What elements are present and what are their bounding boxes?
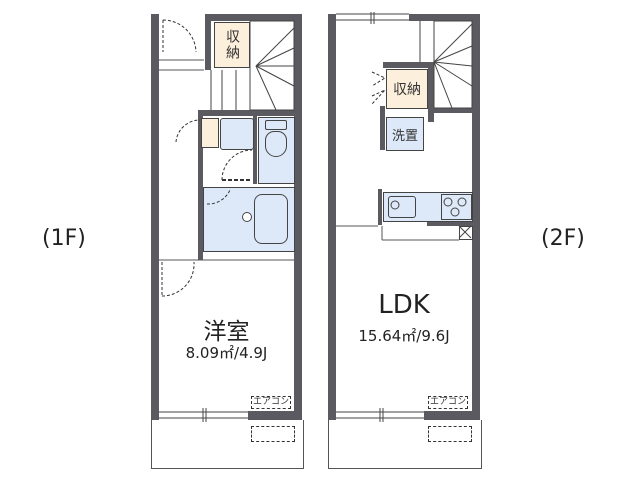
aircon-1f: エアコン bbox=[251, 396, 292, 409]
washbasin bbox=[220, 118, 254, 150]
bathtub-icon bbox=[254, 194, 288, 244]
wall-2f-left bbox=[328, 14, 336, 420]
aircon-2f: エアコン bbox=[428, 396, 469, 409]
wall-2f-top-right bbox=[409, 14, 480, 21]
room-name-youshitsu: 洋室 bbox=[203, 319, 250, 345]
balcony-2f bbox=[328, 420, 482, 469]
storage-2f-label: 収納 bbox=[393, 82, 421, 98]
shoe-cabinet bbox=[201, 118, 219, 148]
room-area-ldk: 15.64㎡/9.6J bbox=[358, 327, 450, 345]
balcony-1f bbox=[151, 420, 304, 469]
wall-1f-mid bbox=[198, 110, 302, 116]
floor-label-1f: (1F) bbox=[42, 226, 86, 251]
outdoor-unit-2f bbox=[428, 426, 472, 442]
room-name-ldk: LDK bbox=[378, 290, 430, 320]
wall-2f-kitchen-bottom bbox=[427, 222, 480, 226]
wall-2f-storage-right bbox=[428, 62, 434, 122]
toilet-bowl bbox=[265, 131, 287, 157]
laundry-label: 洗置 bbox=[391, 128, 418, 144]
wall-2f-stair-bottom bbox=[428, 108, 480, 113]
wall-1f-bottom-right bbox=[248, 411, 302, 420]
toilet-icon bbox=[265, 120, 287, 130]
floor-label-2f: (2F) bbox=[541, 226, 585, 251]
laundry-space: 洗置 bbox=[386, 117, 424, 151]
wall-2f-kitchen-left bbox=[378, 189, 382, 225]
wall-1f-stair-left bbox=[205, 14, 211, 70]
wall-1f-top bbox=[205, 14, 302, 21]
wall-2f-storage-frame bbox=[383, 62, 433, 68]
storage-1f: 収納 bbox=[214, 22, 250, 68]
refrigerator-space bbox=[459, 226, 473, 240]
drain-icon bbox=[242, 212, 252, 222]
wall-2f-right bbox=[472, 14, 480, 420]
wall-1f-left bbox=[151, 14, 159, 420]
outdoor-unit-1f bbox=[251, 426, 295, 442]
storage-1f-label: 収納 bbox=[224, 29, 240, 61]
wall-1f-right bbox=[294, 14, 302, 420]
wall-1f-bath-left bbox=[198, 110, 203, 260]
wall-2f-bottom-right bbox=[424, 411, 480, 420]
room-area-youshitsu: 8.09㎡/4.9J bbox=[185, 344, 268, 362]
wall-1f-toilet-left bbox=[253, 116, 257, 184]
wall-2f-laundry-left bbox=[380, 106, 385, 150]
storage-2f: 収納 bbox=[386, 69, 428, 109]
